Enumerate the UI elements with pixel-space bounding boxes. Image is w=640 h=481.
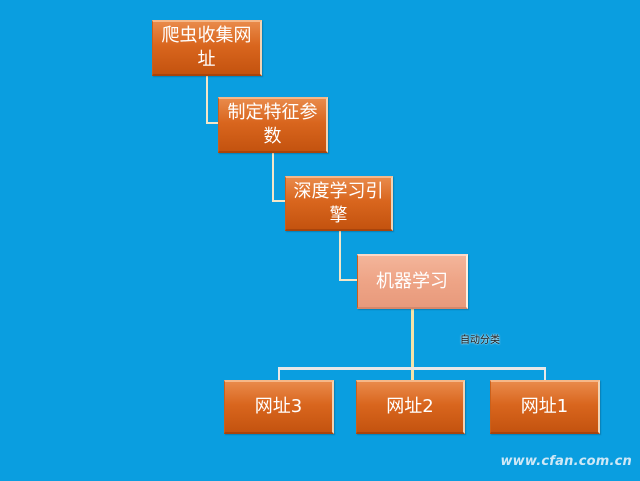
- connector-n2-n3-horizontal: [272, 200, 286, 202]
- node-label: 爬虫收集网址: [161, 25, 252, 70]
- connector-n2-n3-vertical: [272, 152, 274, 202]
- watermark: www.cfan.com.cn: [500, 454, 632, 469]
- node-crawler-collect-urls[interactable]: 爬虫收集网址: [152, 20, 262, 76]
- node-url-1[interactable]: 网址1: [490, 380, 600, 434]
- connector-n1-n2-vertical: [206, 75, 208, 124]
- node-url-3[interactable]: 网址3: [224, 380, 334, 434]
- connector-branch-left: [278, 367, 280, 381]
- connector-n4-trunk: [411, 308, 414, 381]
- node-label: 机器学习: [376, 270, 448, 292]
- node-label: 深度学习引擎: [293, 180, 384, 226]
- connector-n1-n2-horizontal: [206, 122, 219, 124]
- node-url-2[interactable]: 网址2: [356, 380, 465, 434]
- node-label: 网址2: [386, 396, 434, 417]
- node-machine-learning[interactable]: 机器学习: [357, 254, 468, 309]
- connector-n3-n4-vertical: [339, 230, 341, 281]
- node-label: 网址3: [254, 396, 303, 417]
- node-label: 网址1: [520, 396, 569, 417]
- node-deep-learning-engine[interactable]: 深度学习引擎: [285, 176, 393, 231]
- connector-branch-right: [544, 367, 546, 381]
- connector-n3-n4-horizontal: [339, 279, 358, 281]
- node-define-feature-params[interactable]: 制定特征参数: [218, 97, 328, 153]
- branch-label-auto-classify: 自动分类: [460, 335, 500, 346]
- connector-branch-horizontal: [278, 367, 546, 370]
- node-label: 制定特征参数: [227, 102, 318, 147]
